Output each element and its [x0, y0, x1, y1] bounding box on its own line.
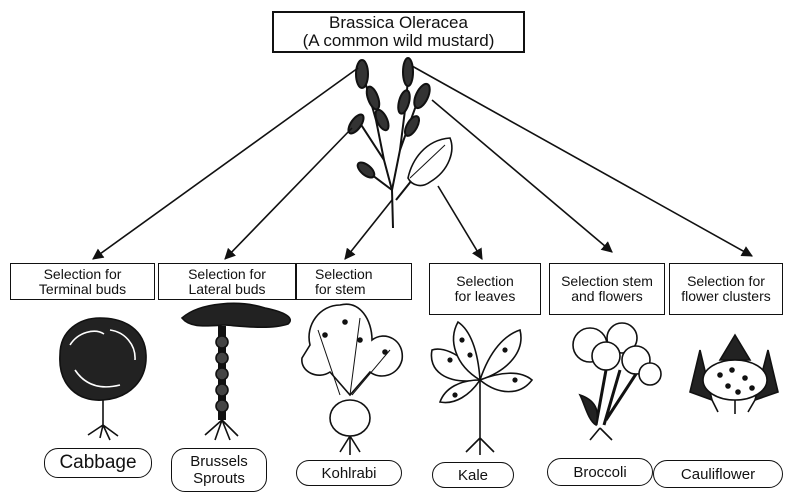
kohlrabi-icon: [302, 304, 402, 455]
selection-stem-flowers-box: Selection stem and flowers: [549, 263, 665, 315]
selection-leaves-box: Selection for leaves: [429, 263, 541, 315]
vegetable-brussels-sprouts-label: Brussels Sprouts: [171, 448, 267, 492]
selection-terminal-buds-box: Selection for Terminal buds: [10, 263, 155, 300]
brussels-sprouts-icon: [182, 303, 290, 440]
vegetable-name: Broccoli: [573, 464, 626, 481]
selection-label: Selection for: [188, 267, 266, 282]
vegetable-name: Cabbage: [59, 452, 136, 474]
selection-label: Selection: [456, 274, 514, 289]
vegetable-name: Sprouts: [193, 470, 245, 487]
selection-label: Lateral buds: [188, 282, 265, 297]
selection-label: flower clusters: [681, 289, 770, 304]
selection-label: for leaves: [455, 289, 516, 304]
vegetable-cauliflower-label: Cauliflower: [653, 460, 783, 488]
selection-lateral-buds-box: Selection for Lateral buds: [158, 263, 296, 300]
cauliflower-icon: [690, 335, 778, 414]
selection-label: and flowers: [571, 289, 643, 304]
vegetable-name: Brussels: [190, 453, 248, 470]
vegetable-kohlrabi-label: Kohlrabi: [296, 460, 402, 486]
vegetable-name: Cauliflower: [681, 466, 755, 483]
vegetable-broccoli-label: Broccoli: [547, 458, 653, 486]
kale-icon: [431, 322, 532, 455]
selection-label: Selection for: [44, 267, 122, 282]
selection-stem-box: Selection for stem: [296, 263, 412, 300]
broccoli-icon: [573, 323, 661, 440]
selection-flower-clusters-box: Selection for flower clusters: [669, 263, 783, 315]
vegetable-name: Kohlrabi: [321, 465, 376, 482]
selection-label: Selection for: [687, 274, 765, 289]
selection-label: Terminal buds: [39, 282, 126, 297]
wild-mustard-icon: [346, 58, 452, 228]
cabbage-icon: [60, 318, 146, 440]
vegetable-kale-label: Kale: [432, 462, 514, 488]
selection-label: for stem: [315, 282, 366, 297]
selection-label: Selection stem: [561, 274, 653, 289]
vegetable-name: Kale: [458, 467, 488, 484]
selection-label: Selection: [315, 267, 373, 282]
vegetable-cabbage-label: Cabbage: [44, 448, 152, 478]
